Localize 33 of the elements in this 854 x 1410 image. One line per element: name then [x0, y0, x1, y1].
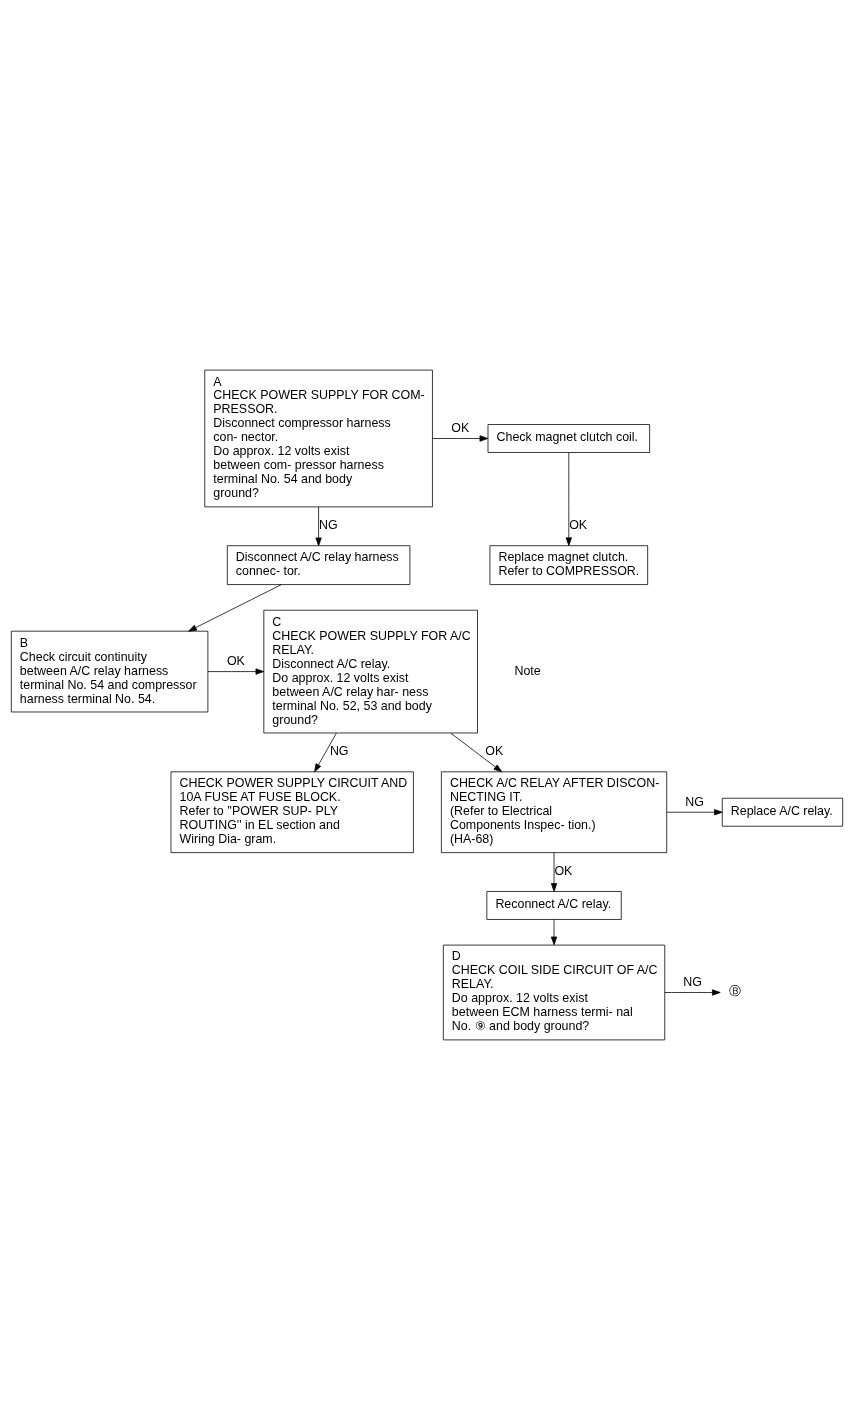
label: Note [514, 663, 541, 678]
node-box: D CHECK COIL SIDE CIRCUIT OF A/C RELAY. Do approx. 12 volts exist between ECM harness termi- nal No. ⑨ and body ground? [442, 944, 666, 1041]
edge-label: OK [569, 518, 588, 533]
edge-label: NG [329, 744, 349, 759]
edge-label: OK [554, 864, 573, 879]
edge-label: OK [226, 654, 245, 669]
node-box: B Check circuit continuity between A/C relay harness terminal No. 54 and compressor harness terminal No. 54. [10, 630, 209, 713]
arrow [207, 668, 265, 675]
arrow [565, 452, 572, 546]
node-box: Check magnet clutch coil. [487, 424, 650, 453]
edge-label: NG [685, 794, 704, 809]
node-box: CHECK POWER SUPPLY CIRCUIT AND 10A FUSE AT FUSE BLOCK. Refer to ''POWER SUP- PLY ROUTING'' in EL section and Wiring Dia- gram. [170, 771, 414, 853]
arrow [450, 732, 503, 773]
arrow [664, 989, 721, 996]
edge-label: NG [683, 975, 702, 990]
node-box: Replace A/C relay. [721, 797, 844, 827]
edge-label: OK [485, 744, 504, 759]
arrow [550, 919, 558, 946]
edge-label: OK [451, 421, 470, 436]
arrow [666, 809, 723, 816]
arrow [188, 584, 282, 632]
node-box: Reconnect A/C relay. [486, 891, 622, 920]
arrow [550, 852, 558, 892]
edge-label: NG [319, 518, 338, 533]
arrow [315, 506, 322, 547]
arrow [432, 435, 489, 442]
node-box: C CHECK POWER SUPPLY FOR A/C RELAY. Disconnect A/C relay. Do approx. 12 volts exist between A/C relay har- ness terminal No. 52, 53 and body ground? [263, 609, 478, 734]
node-box: CHECK A/C RELAY AFTER DISCON- NECTING IT. (Refer to Electrical Components Inspec- tion.) (HA-68) [441, 771, 668, 853]
node-box: Replace magnet clutch. Refer to COMPRESSOR. [489, 545, 649, 585]
node-text: Ⓑ [728, 984, 741, 999]
arrow [314, 732, 337, 773]
node-box: A CHECK POWER SUPPLY FOR COM- PRESSOR. Disconnect compressor harness con- nector. Do approx. 12 volts exist between com- pressor harness terminal No. 54 and body ground? [204, 369, 433, 508]
node-box: Disconnect A/C relay harness connec- tor. [226, 545, 411, 585]
